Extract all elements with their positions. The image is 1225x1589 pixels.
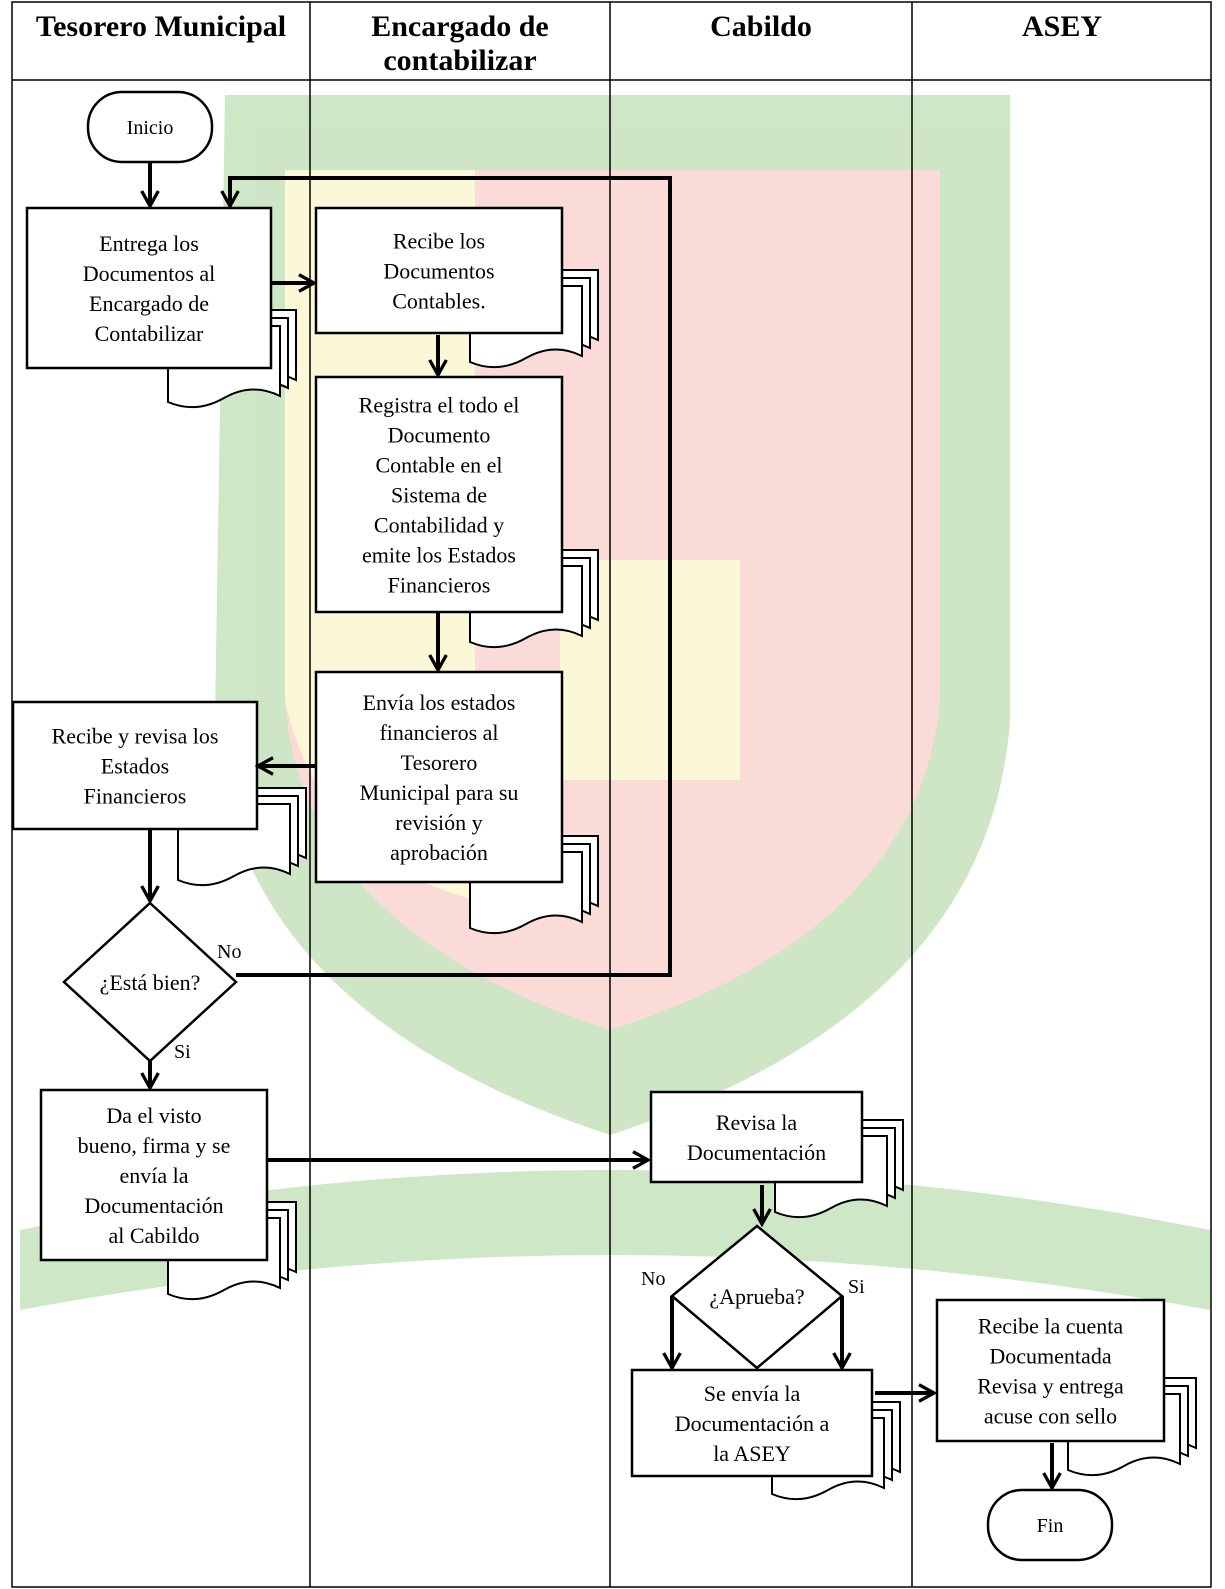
label-no-aprueba: No: [641, 1268, 665, 1290]
flow-connectors: [150, 162, 1052, 1488]
start-terminal-label: Inicio: [127, 117, 174, 139]
arrow-no-loop: [230, 176, 672, 977]
label-si-esta-bien: Si: [174, 1041, 191, 1063]
lane-header-encargado-line-1: Encargado de: [371, 10, 549, 43]
end-terminal: Fin: [986, 1488, 1114, 1562]
lane-headers: Tesorero Municipal Encargado de contabil…: [36, 10, 1103, 77]
label-si-aprueba: Si: [848, 1276, 865, 1298]
lane-header-cabildo: Cabildo: [710, 10, 812, 43]
decision-aprueba-label: ¿Aprueba?: [709, 1284, 804, 1309]
lane-header-tesorero: Tesorero Municipal: [36, 10, 286, 43]
decision-esta-bien: ¿Está bien?: [62, 901, 238, 1063]
start-terminal: Inicio: [86, 90, 214, 164]
lane-header-asey: ASEY: [1022, 10, 1102, 43]
end-terminal-label: Fin: [1037, 1515, 1064, 1537]
decision-aprueba: ¿Aprueba?: [670, 1224, 844, 1370]
decision-esta-bien-label: ¿Está bien?: [100, 970, 201, 995]
lane-header-encargado-line-2: contabilizar: [383, 44, 536, 77]
label-no-esta-bien: No: [217, 941, 241, 963]
swimlane-grid: [11, 1, 1212, 1588]
